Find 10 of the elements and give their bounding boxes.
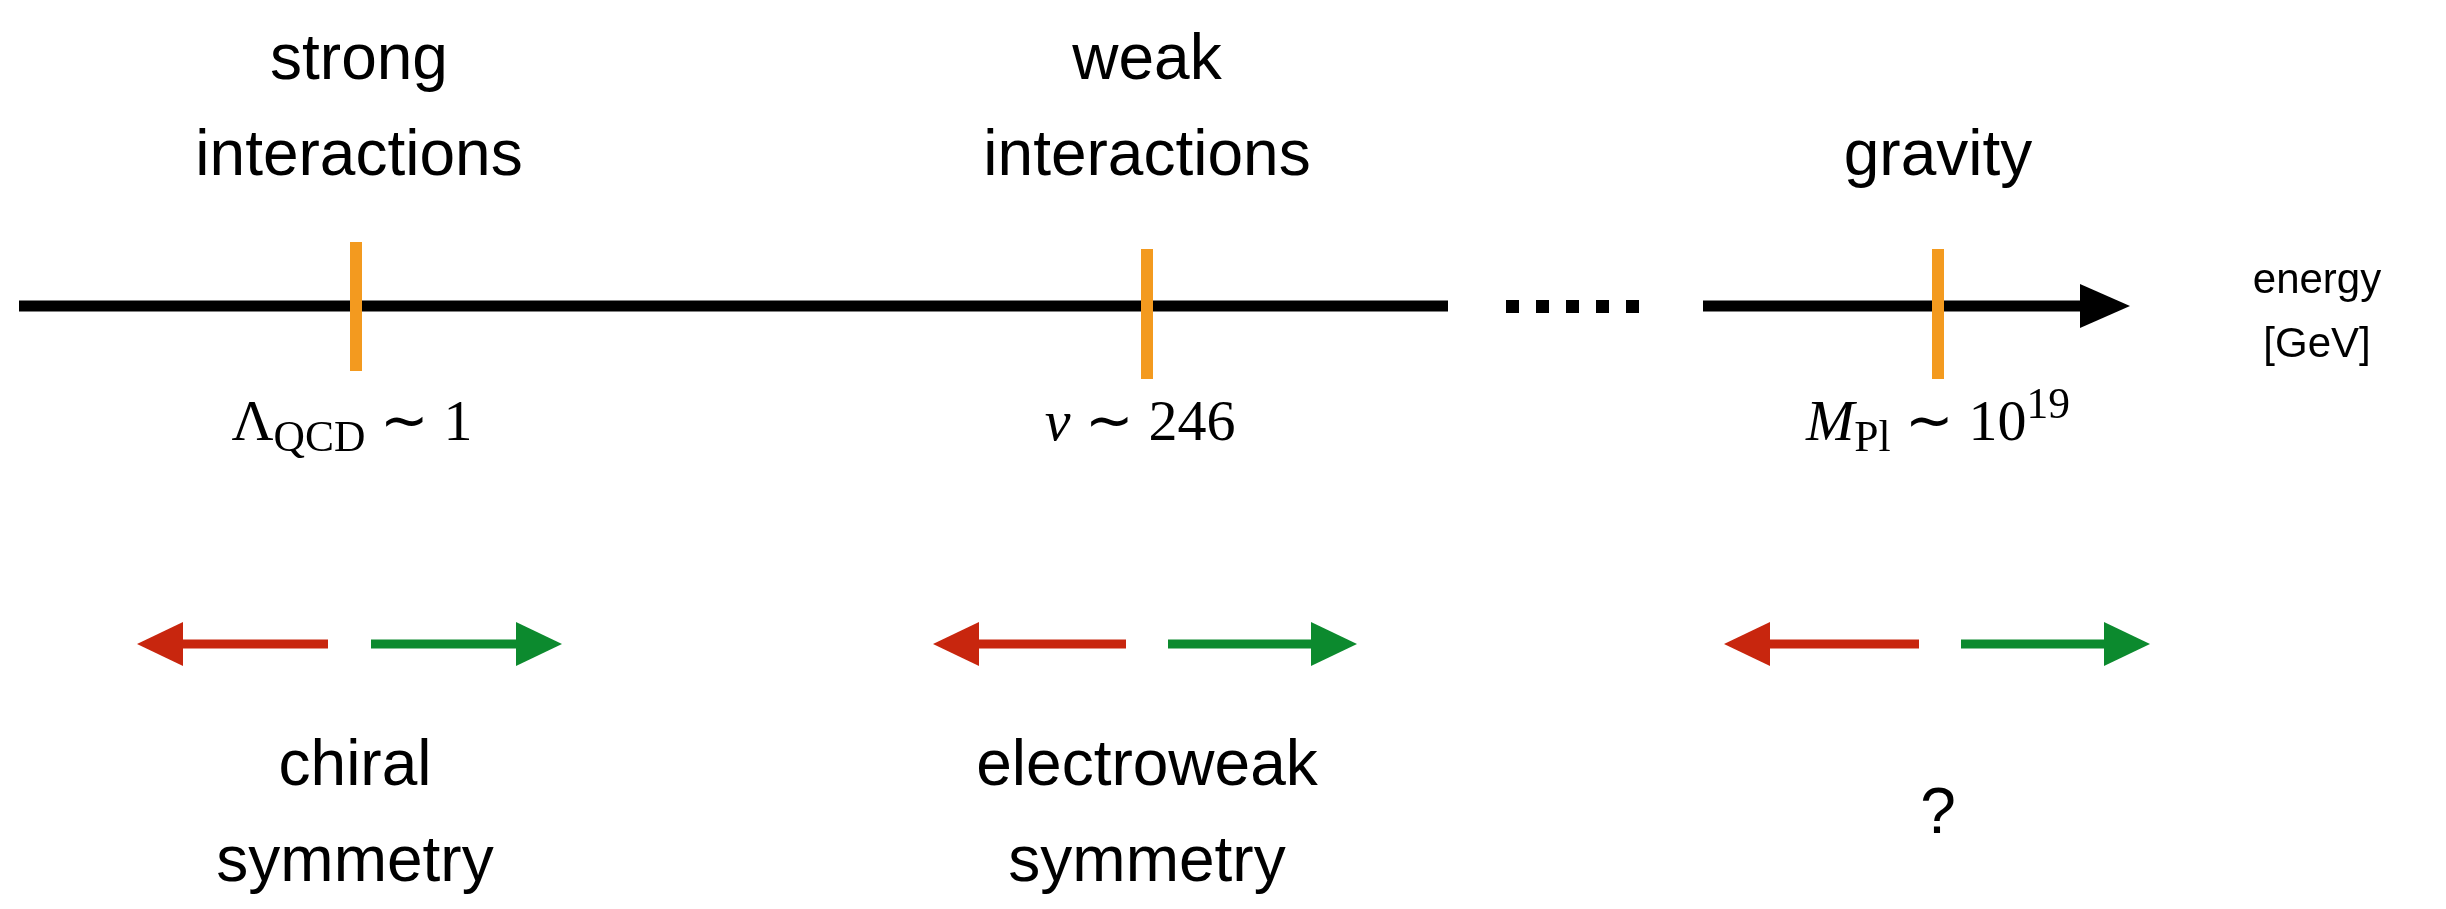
scale-value: M$_{Pl}$ ∼ 10$^{19}$ <box>1805 385 2071 457</box>
force-label: gravity <box>1843 116 2033 191</box>
axis-label: energy [GeV] <box>2251 254 2383 368</box>
scale-value: v ∼ 246 <box>1044 387 1236 455</box>
symmetry-label: ? <box>1920 774 1956 849</box>
symmetry-label: chiral symmetry <box>215 726 495 897</box>
scale-value: Λ$_{QCD}$ ∼ 1 <box>231 387 473 457</box>
force-label: weak interactions <box>982 20 1312 191</box>
symmetry-label: electroweak symmetry <box>975 726 1319 897</box>
force-label: strong interactions <box>194 20 524 191</box>
